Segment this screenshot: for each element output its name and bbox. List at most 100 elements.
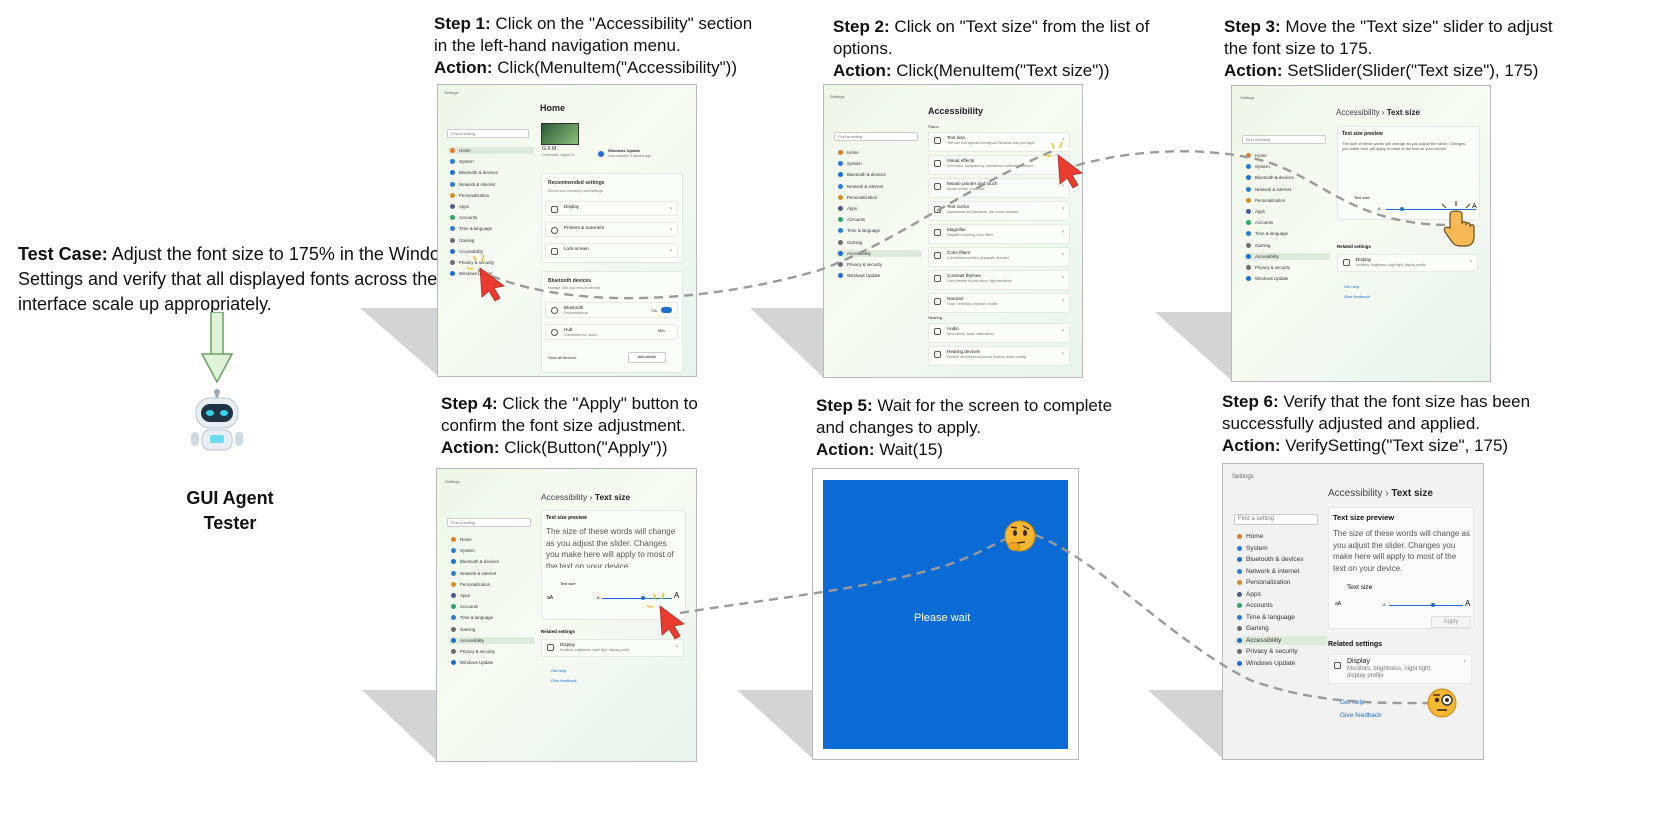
sidebar-item-home[interactable]: Home: [448, 147, 534, 154]
give-feedback-link[interactable]: Give feedback: [1344, 294, 1370, 299]
sidebar-item-accessibility[interactable]: Accessibility: [448, 248, 534, 255]
sidebar-item-apps[interactable]: Apps: [1244, 208, 1330, 215]
sidebar-item-time-language[interactable]: Time & language: [448, 225, 534, 232]
sidebar-item-system[interactable]: System: [449, 547, 535, 554]
sidebar-item-network-internet[interactable]: Network & internet: [836, 183, 922, 190]
search-input[interactable]: Find a setting: [447, 129, 529, 138]
sidebar-item-bluetooth-devices[interactable]: Bluetooth & devices: [836, 171, 922, 178]
sidebar-item-home[interactable]: Home: [449, 536, 535, 543]
sidebar-item-accessibility[interactable]: Accessibility: [1235, 635, 1327, 645]
sidebar-item-windows-update[interactable]: Windows Update: [448, 270, 534, 277]
give-feedback-link[interactable]: Give feedback: [1340, 712, 1382, 719]
sidebar-item-accounts[interactable]: Accounts: [836, 216, 922, 223]
sidebar-item-gaming[interactable]: Gaming: [448, 237, 534, 244]
search-input[interactable]: Find a setting: [1234, 514, 1318, 525]
sidebar-item-time-language[interactable]: Time & language: [1244, 230, 1330, 237]
sidebar-item-system[interactable]: System: [1244, 163, 1330, 170]
sidebar-item-system[interactable]: System: [448, 158, 534, 165]
bt-toggle[interactable]: [661, 307, 672, 313]
apply-button[interactable]: Apply: [1431, 616, 1471, 628]
slider-thumb[interactable]: [1400, 207, 1404, 211]
sidebar-item-home[interactable]: Home: [836, 149, 922, 156]
sidebar-item-gaming[interactable]: Gaming: [1235, 624, 1327, 633]
sidebar-item-windows-update[interactable]: Windows Update: [449, 659, 535, 666]
sidebar-item-personalization[interactable]: Personalization: [449, 581, 535, 588]
sidebar-item-accounts[interactable]: Accounts: [1244, 219, 1330, 226]
search-input[interactable]: Find a setting: [834, 132, 918, 141]
sidebar-item-privacy-security[interactable]: Privacy & security: [448, 259, 534, 266]
sidebar-item-privacy-security[interactable]: Privacy & security: [449, 648, 535, 655]
sidebar-item-bluetooth-devices[interactable]: Bluetooth & devices: [1244, 174, 1330, 181]
sidebar-item-accounts[interactable]: Accounts: [448, 214, 534, 221]
sidebar-item-apps[interactable]: Apps: [836, 205, 922, 212]
text-size-slider[interactable]: [1389, 605, 1463, 606]
sidebar-item-network-internet[interactable]: Network & internet: [1244, 186, 1330, 193]
sidebar-item-apps[interactable]: Apps: [449, 592, 535, 599]
sidebar-item-network-internet[interactable]: Network & internet: [1235, 567, 1327, 576]
sidebar-item-time-language[interactable]: Time & language: [1235, 613, 1327, 622]
breadcrumb-parent[interactable]: Accessibility: [1336, 108, 1380, 117]
sidebar-item-time-language[interactable]: Time & language: [836, 227, 922, 234]
sidebar-item-time-language[interactable]: Time & language: [449, 614, 535, 621]
get-help-link[interactable]: Get help: [1344, 284, 1360, 289]
sidebar-item-accessibility[interactable]: Accessibility: [449, 636, 535, 644]
sidebar-item-bluetooth-devices[interactable]: Bluetooth & devices: [449, 558, 535, 565]
sidebar-item-system[interactable]: System: [836, 160, 922, 167]
search-input[interactable]: Find a setting: [1242, 135, 1326, 144]
sidebar-item-system[interactable]: System: [1235, 544, 1327, 553]
search-input[interactable]: Find a setting: [447, 518, 531, 527]
slider-thumb[interactable]: [641, 596, 645, 600]
breadcrumb-parent[interactable]: Accessibility: [1328, 488, 1383, 499]
rec-lockscreen-row[interactable]: Lock screen›: [545, 243, 678, 258]
get-help-link[interactable]: Get help: [551, 668, 567, 673]
sidebar-item-apps[interactable]: Apps: [1235, 590, 1327, 599]
sidebar-item-bluetooth-devices[interactable]: Bluetooth & devices: [448, 169, 534, 176]
sidebar-item-personalization[interactable]: Personalization: [448, 192, 534, 199]
sidebar-item-gaming[interactable]: Gaming: [1244, 242, 1330, 249]
sidebar-item-windows-update[interactable]: Windows Update: [1235, 659, 1327, 668]
rec-display-row[interactable]: Display›: [545, 201, 678, 216]
sidebar-item-personalization[interactable]: Personalization: [836, 194, 922, 201]
sidebar-item-bluetooth-devices[interactable]: Bluetooth & devices: [1235, 555, 1327, 564]
sidebar-item-network-internet[interactable]: Network & internet: [449, 570, 535, 577]
sidebar-item-accessibility[interactable]: Accessibility: [1244, 252, 1330, 260]
sidebar-item-gaming[interactable]: Gaming: [836, 239, 922, 246]
sidebar-item-personalization[interactable]: Personalization: [1244, 197, 1330, 204]
sidebar-item-network-internet[interactable]: Network & internet: [448, 181, 534, 188]
breadcrumb-parent[interactable]: Accessibility: [541, 492, 588, 502]
sidebar-item-privacy-security[interactable]: Privacy & security: [1244, 264, 1330, 271]
view-all-devices[interactable]: View all devices: [548, 355, 577, 360]
text-size-slider[interactable]: [602, 598, 672, 599]
sidebar-item-windows-update[interactable]: Windows Update: [1244, 275, 1330, 282]
text-size-slider[interactable]: [1386, 209, 1476, 210]
sidebar-item-home[interactable]: Home: [1235, 532, 1327, 541]
sidebar-item-home[interactable]: Home: [1244, 152, 1330, 159]
sidebar-item-accounts[interactable]: Accounts: [1235, 601, 1327, 610]
sidebar-item-gaming[interactable]: Gaming: [449, 626, 535, 633]
sidebar-item-privacy-security[interactable]: Privacy & security: [836, 261, 922, 268]
sidebar-item-windows-update[interactable]: Windows Update: [836, 272, 922, 279]
sidebar-item-accounts[interactable]: Accounts: [449, 603, 535, 610]
add-device-button[interactable]: Add device: [628, 352, 666, 363]
get-help-link[interactable]: Get help: [1340, 699, 1365, 706]
slider-thumb[interactable]: [1431, 603, 1435, 607]
sidebar-item-privacy-security[interactable]: Privacy & security: [1235, 647, 1327, 656]
sidebar-item-apps[interactable]: Apps: [448, 203, 534, 210]
rec-printers-row[interactable]: Printers & scanners›: [545, 222, 678, 237]
give-feedback-link[interactable]: Give feedback: [551, 678, 577, 683]
sidebar-item-personalization[interactable]: Personalization: [1235, 578, 1327, 587]
